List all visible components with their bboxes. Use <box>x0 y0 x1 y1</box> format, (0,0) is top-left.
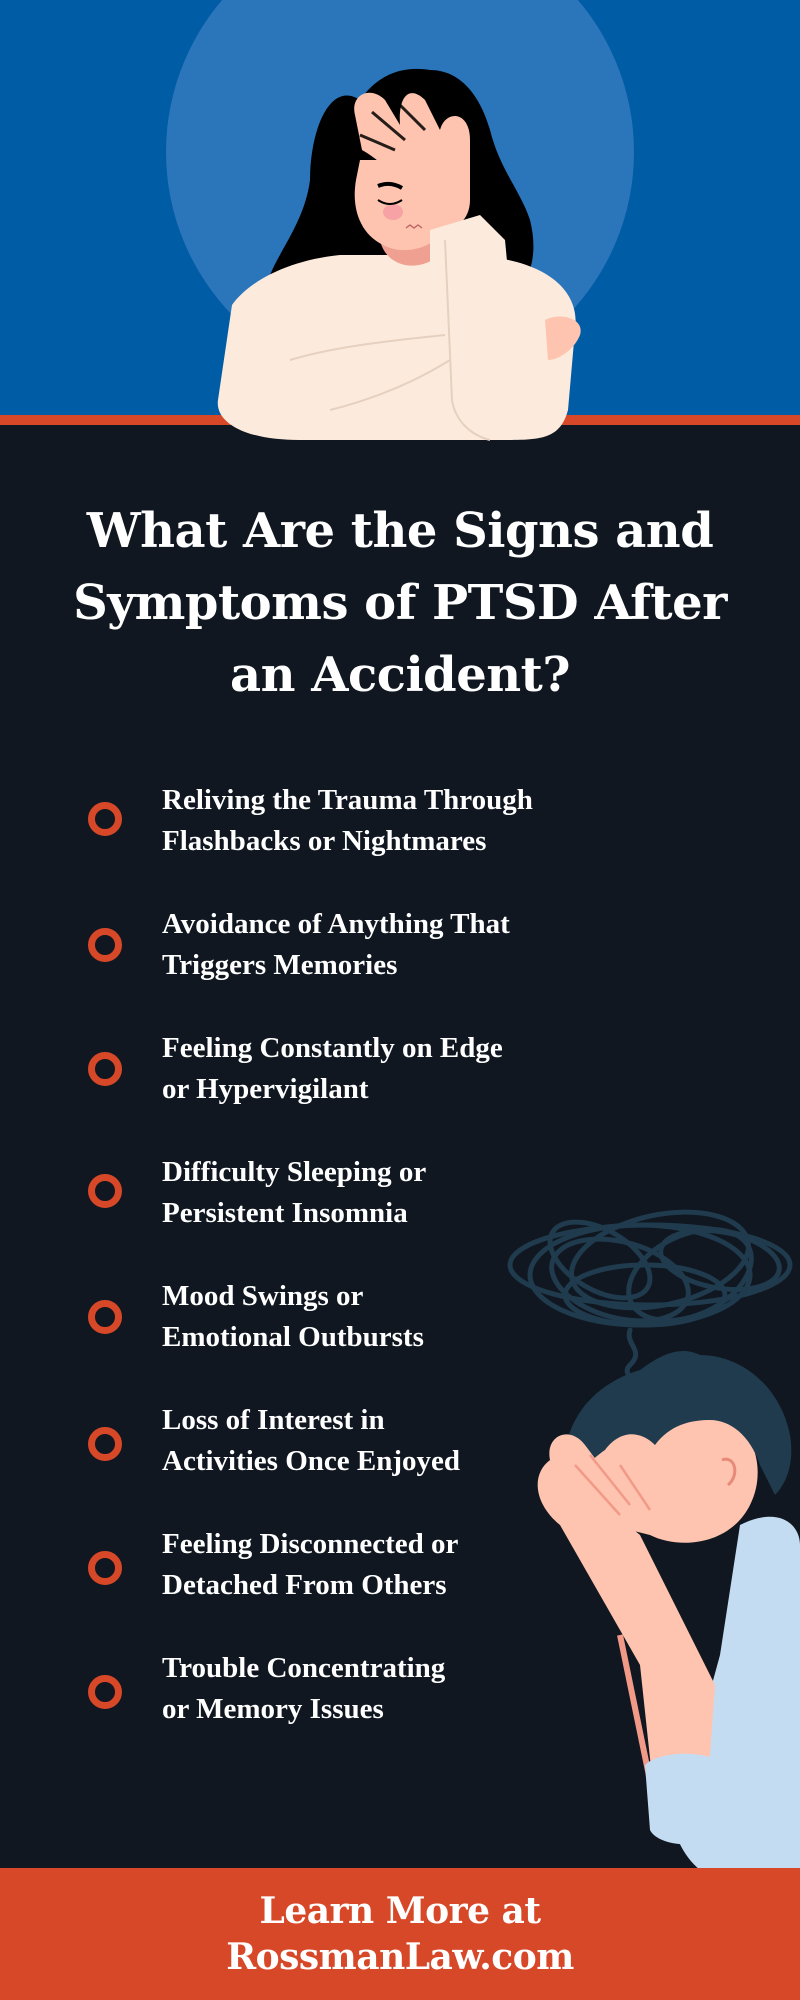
footer-cta-link[interactable]: Learn More at RossmanLaw.com <box>0 1888 800 1980</box>
ring-bullet-icon <box>88 1174 122 1208</box>
woman-facepalm-illustration <box>166 0 634 441</box>
ring-bullet-icon <box>88 1427 122 1461</box>
ring-bullet-icon <box>88 1300 122 1334</box>
footer-line-1: Learn More at <box>259 1890 541 1932</box>
page-title: What Are the Signs and Symptoms of PTSD … <box>40 495 760 711</box>
ring-bullet-icon <box>88 1551 122 1585</box>
title-line-1: What Are the Signs and <box>86 503 714 559</box>
stressed-man-illustration <box>507 1209 800 1870</box>
title-line-2: Symptoms of PTSD After <box>73 575 727 631</box>
footer-cta-banner: Learn More at RossmanLaw.com <box>0 1868 800 2000</box>
ring-bullet-icon <box>88 1052 122 1086</box>
title-line-3: an Accident? <box>230 647 570 703</box>
ring-bullet-icon <box>88 802 122 836</box>
footer-website[interactable]: RossmanLaw.com <box>226 1936 574 1978</box>
ring-bullet-icon <box>88 1675 122 1709</box>
ring-bullet-icon <box>88 928 122 962</box>
